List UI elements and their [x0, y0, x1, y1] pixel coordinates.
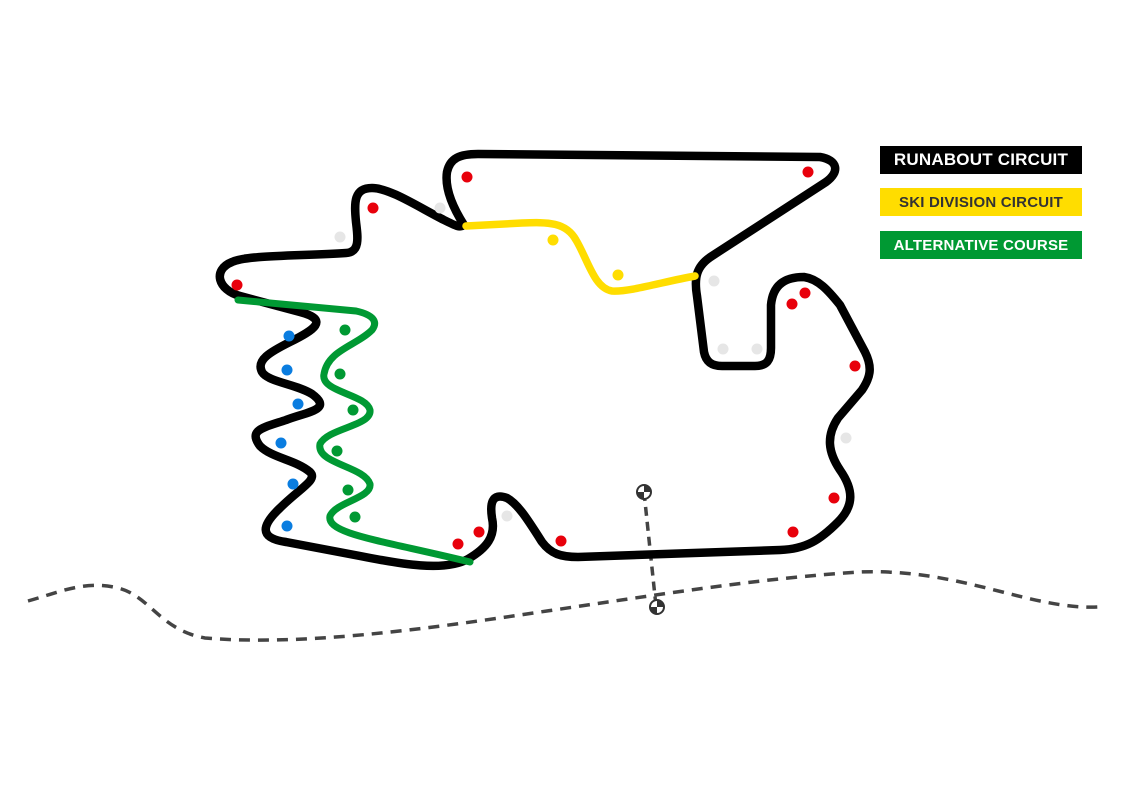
- blue-buoy: [275, 437, 287, 449]
- red-buoy: [786, 298, 798, 310]
- green-buoys: [331, 324, 361, 523]
- blue-buoy: [281, 520, 293, 532]
- red-buoy: [802, 166, 814, 178]
- green-buoy: [334, 368, 346, 380]
- alternative-course-track: [234, 296, 474, 566]
- green-buoy: [349, 511, 361, 523]
- yellow-buoy: [547, 234, 559, 246]
- grey-buoy: [334, 231, 346, 243]
- red-buoy: [828, 492, 840, 504]
- red-buoys: [231, 166, 861, 550]
- runabout-circuit-track: [215, 149, 874, 571]
- blue-buoy: [292, 398, 304, 410]
- blue-buoys: [275, 330, 304, 532]
- blue-buoy: [281, 364, 293, 376]
- legend-ski-division-label: SKI DIVISION CIRCUIT: [898, 193, 1063, 211]
- red-buoy: [555, 535, 567, 547]
- red-buoy: [473, 526, 485, 538]
- red-buoy: [799, 287, 811, 299]
- green-buoy: [342, 484, 354, 496]
- green-buoy: [347, 404, 359, 416]
- yellow-buoys: [547, 234, 624, 281]
- legend-ski-division-circuit: SKI DIVISION CIRCUIT: [880, 188, 1082, 216]
- checkered-flag-marker-icon: [636, 484, 652, 500]
- blue-buoy: [283, 330, 295, 342]
- red-buoy: [231, 279, 243, 291]
- grey-buoy: [501, 510, 513, 522]
- red-buoy: [461, 171, 473, 183]
- yellow-buoy: [612, 269, 624, 281]
- grey-buoy: [717, 343, 729, 355]
- grey-buoy: [751, 343, 763, 355]
- shoreline-dashed-line: [27, 570, 1099, 642]
- legend-alternative-course: ALTERNATIVE COURSE: [880, 231, 1082, 259]
- red-buoy: [452, 538, 464, 550]
- start-line: [642, 491, 658, 607]
- grey-buoy: [434, 202, 446, 214]
- green-buoy: [339, 324, 351, 336]
- grey-buoy: [840, 432, 852, 444]
- red-buoy: [367, 202, 379, 214]
- red-buoy: [849, 360, 861, 372]
- legend-alternative-label: ALTERNATIVE COURSE: [893, 236, 1069, 254]
- red-buoy: [787, 526, 799, 538]
- grey-buoy: [708, 275, 720, 287]
- grey-buoys: [334, 202, 852, 522]
- checkered-flag-marker-icon: [649, 599, 665, 615]
- blue-buoy: [287, 478, 299, 490]
- legend-runabout-circuit: RUNABOUT CIRCUIT: [880, 146, 1082, 174]
- green-buoy: [331, 445, 343, 457]
- legend-runabout-label: RUNABOUT CIRCUIT: [893, 150, 1069, 169]
- ski-division-circuit-track: [462, 218, 699, 295]
